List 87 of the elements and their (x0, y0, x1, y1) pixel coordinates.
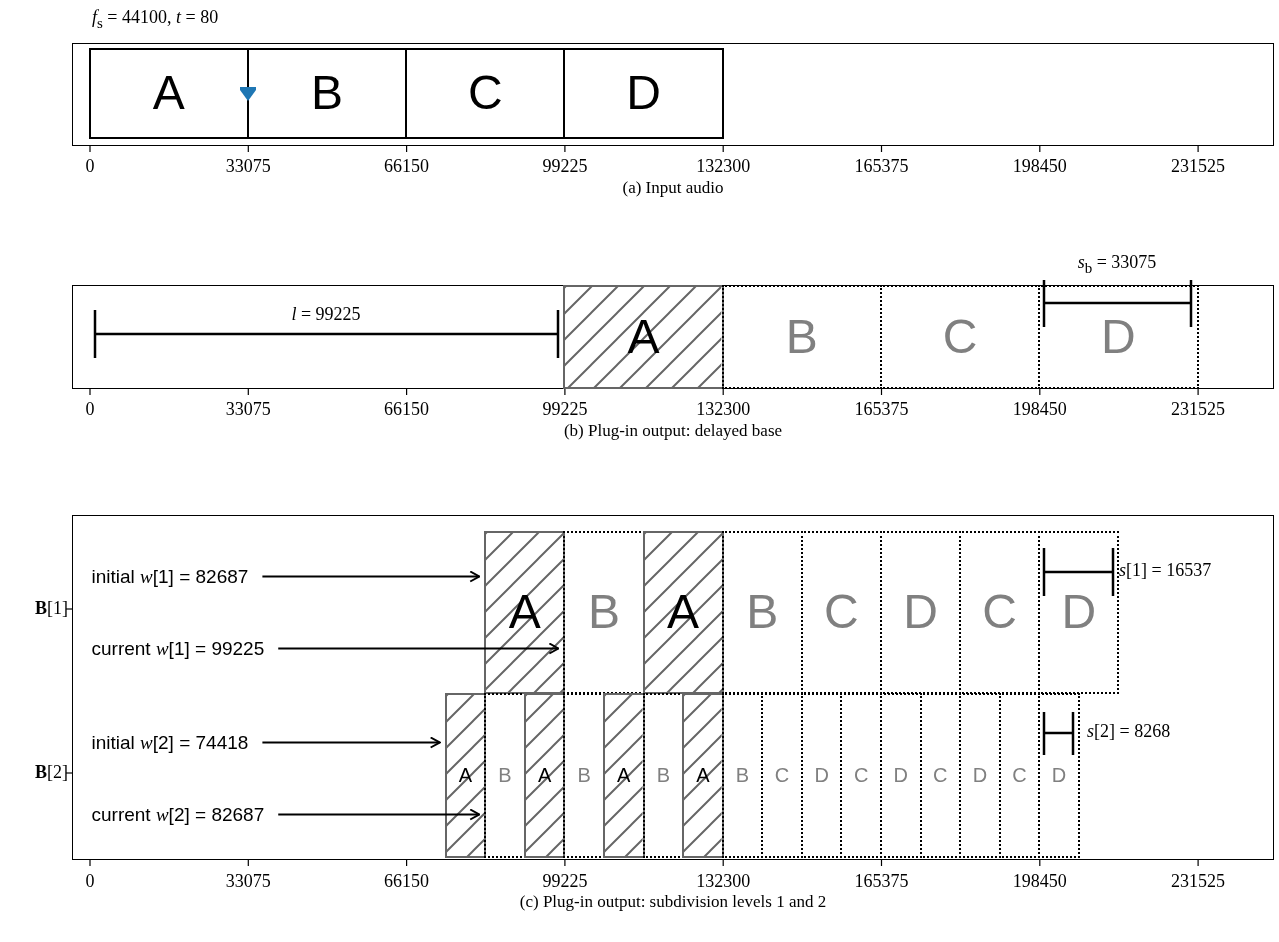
tick-label: 198450 (1012, 400, 1067, 420)
axis-label: B[2] (35, 763, 68, 783)
tick-label: 66150 (384, 872, 430, 892)
tick-label: 231525 (1171, 157, 1226, 177)
tick-label: 198450 (1012, 872, 1067, 892)
segment-letter: B (785, 312, 818, 361)
segment-letter: D (1101, 312, 1136, 361)
audio-segment (682, 692, 724, 858)
segment-letter: C (942, 312, 978, 361)
audio-segment (484, 530, 566, 694)
audio-segment (88, 47, 249, 139)
segment-letter: C (774, 765, 790, 785)
segment-letter: C (1012, 765, 1027, 785)
figure-caption: (b) Plug-in output: delayed base (563, 421, 783, 441)
segment-letter: D (814, 765, 829, 785)
segment-letter: A (152, 69, 185, 117)
segment-letter: B (656, 765, 670, 785)
annotation-text: initial w[2] = 74418 (91, 731, 249, 754)
tick-label: 165375 (854, 157, 909, 177)
arrow (277, 808, 481, 821)
tick-label: 132300 (696, 157, 751, 177)
measure-label: s[2] = 8268 (1087, 722, 1171, 742)
audio-segment (563, 284, 724, 389)
tick-label: 231525 (1171, 872, 1226, 892)
segment-letter: B (498, 765, 512, 785)
audio-segment (444, 692, 487, 858)
tick-label: 33075 (225, 157, 271, 177)
segment-letter: B (587, 588, 620, 636)
segment-letter: C (824, 588, 859, 636)
segment-letter: B (310, 69, 343, 117)
tick-label: 33075 (225, 872, 271, 892)
annotation-text: initial w[1] = 82687 (91, 565, 249, 588)
measure-label: s$_{b}$ = 33075 (1077, 253, 1157, 277)
tick-label: 165375 (854, 872, 909, 892)
audio-segment (721, 284, 882, 389)
segment-letter: D (903, 588, 938, 636)
tick-label: 0 (85, 400, 95, 420)
segment-letter: D (972, 765, 988, 785)
tick-label: 99225 (542, 157, 588, 177)
segment-letter: D (626, 69, 661, 117)
tick-label: 132300 (696, 400, 751, 420)
annotation-text: current w[2] = 82687 (91, 803, 265, 826)
arrow (261, 736, 441, 749)
segment-letter: A (696, 765, 710, 785)
panel-frame (72, 285, 1274, 389)
audio-segment (563, 47, 724, 139)
segment-letter: C (933, 765, 948, 785)
arrow (277, 642, 560, 655)
tick-label: 132300 (696, 872, 751, 892)
tick-label: 0 (85, 872, 95, 892)
tick-label: 99225 (542, 872, 588, 892)
segment-letter: C (982, 588, 1018, 636)
audio-segment (1038, 530, 1120, 694)
segment-letter: A (617, 765, 631, 785)
tick-label: 231525 (1171, 400, 1226, 420)
axis-label: B[1] (35, 599, 68, 619)
segment-letter: B (577, 765, 591, 785)
segment-letter: B (735, 765, 750, 785)
figure-caption: (c) Plug-in output: subdivision levels 1 and 2 (519, 892, 827, 912)
segment-letter: A (458, 765, 473, 785)
panel-frame (72, 515, 1274, 860)
figure-caption: (a) Input audio (622, 178, 724, 198)
measure-label: l = 99225 (291, 305, 361, 325)
tick-label: 66150 (384, 400, 430, 420)
segment-letter: D (1061, 588, 1097, 636)
annotation-text: current w[1] = 99225 (91, 637, 265, 660)
panel-frame (72, 43, 1274, 146)
audio-segment (523, 692, 566, 858)
segment-letter: D (1051, 765, 1067, 785)
tick-label: 66150 (384, 157, 430, 177)
segment-letter: C (853, 765, 869, 785)
arrow (261, 570, 481, 583)
tick-label: 99225 (542, 400, 588, 420)
tick-label: 165375 (854, 400, 909, 420)
segment-letter: B (746, 588, 779, 636)
audio-segment (405, 47, 566, 139)
segment-letter: A (537, 765, 552, 785)
measure-label: f$_{s}$ = 44100, t = 80 (92, 8, 219, 32)
segment-letter: D (893, 765, 908, 785)
segment-letter: C (467, 69, 503, 117)
measure-label: s[1] = 16537 (1119, 561, 1212, 581)
tick-label: 198450 (1012, 157, 1067, 177)
audio-segment (642, 530, 724, 694)
tick-label: 33075 (225, 400, 271, 420)
tick-label: 0 (85, 157, 95, 177)
audio-segment (602, 692, 645, 858)
audio-segment (1038, 284, 1199, 389)
